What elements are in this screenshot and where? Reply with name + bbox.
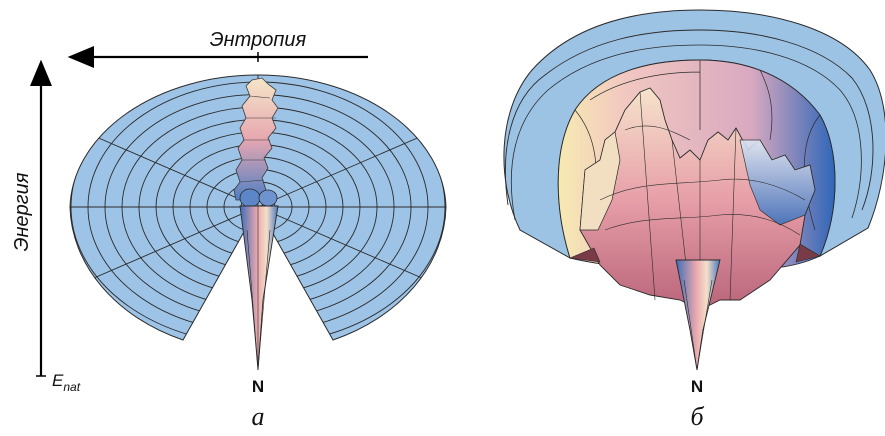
panel-b-caption: б xyxy=(690,402,704,431)
panel-a-funnel xyxy=(240,206,278,370)
energy-axis: Энергия Enat xyxy=(11,64,81,394)
panel-b-landscape: N б xyxy=(504,10,885,431)
panel-a-landscape: N а xyxy=(58,57,458,431)
entropy-axis: Энтропия xyxy=(72,29,368,62)
energy-axis-label: Энергия xyxy=(11,172,33,251)
entropy-axis-label: Энтропия xyxy=(210,29,307,51)
panel-b-native-label: N xyxy=(691,377,703,396)
panel-a-caption: а xyxy=(252,402,265,431)
panel-a-native-label: N xyxy=(252,377,264,396)
e-nat-label: Enat xyxy=(52,371,81,394)
panel-b-funnel xyxy=(676,260,720,370)
